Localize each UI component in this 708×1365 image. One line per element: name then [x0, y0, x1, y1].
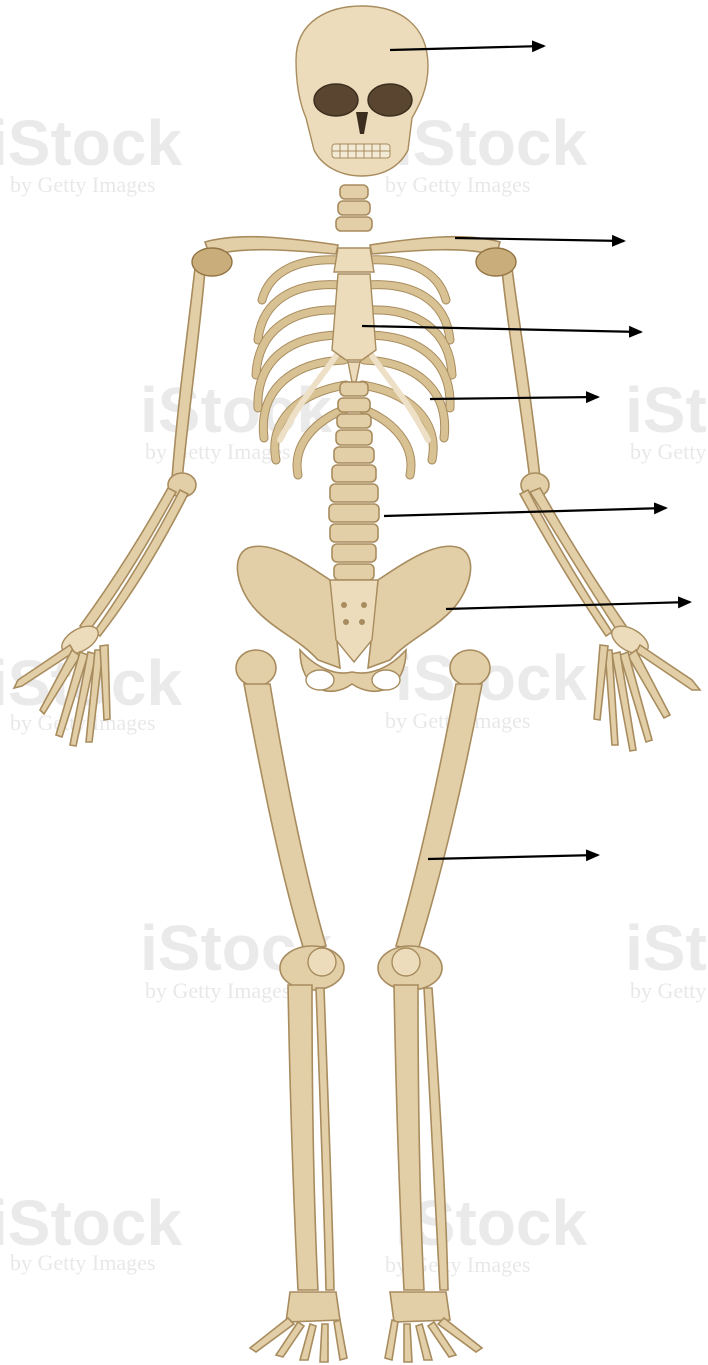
watermark: iStock by Getty Images: [0, 1187, 182, 1275]
arrow-ribs: [430, 397, 598, 399]
watermark-byline: by Getty Images: [145, 978, 290, 1003]
arrow-sternum: [362, 326, 641, 332]
watermark: iStock by Getty Images: [385, 642, 587, 733]
left-leg: [236, 650, 347, 1362]
arrow-femur: [428, 855, 598, 859]
watermark: iStock by Getty Images: [625, 374, 708, 464]
watermark-brand: iStock: [395, 107, 587, 179]
watermark-byline: by Getty Images: [385, 172, 530, 197]
watermark-byline: by Getty Images: [630, 439, 708, 464]
ribs-right: [360, 260, 452, 475]
watermark-byline: by Getty Images: [10, 1250, 155, 1275]
watermark-brand: iStock: [395, 642, 587, 714]
arrow-vertebral-column: [384, 508, 666, 516]
watermark-brand: iStock: [625, 912, 708, 984]
watermark-brand: iStock: [625, 374, 708, 446]
skull: [296, 6, 428, 176]
watermark-byline: by Getty Images: [145, 439, 290, 464]
watermark: iStock by Getty Images: [625, 912, 708, 1003]
watermark: iStock by Getty Images: [385, 107, 587, 197]
watermark-brand: iStock: [0, 1187, 182, 1259]
watermark-brand: iStock: [0, 107, 182, 179]
watermark-byline: by Getty Images: [630, 978, 708, 1003]
watermark-byline: by Getty Images: [10, 172, 155, 197]
arrow-pelvis: [446, 602, 690, 609]
watermark-brand: iStock: [395, 1187, 587, 1259]
watermark: iStock by Getty Images: [0, 107, 182, 197]
